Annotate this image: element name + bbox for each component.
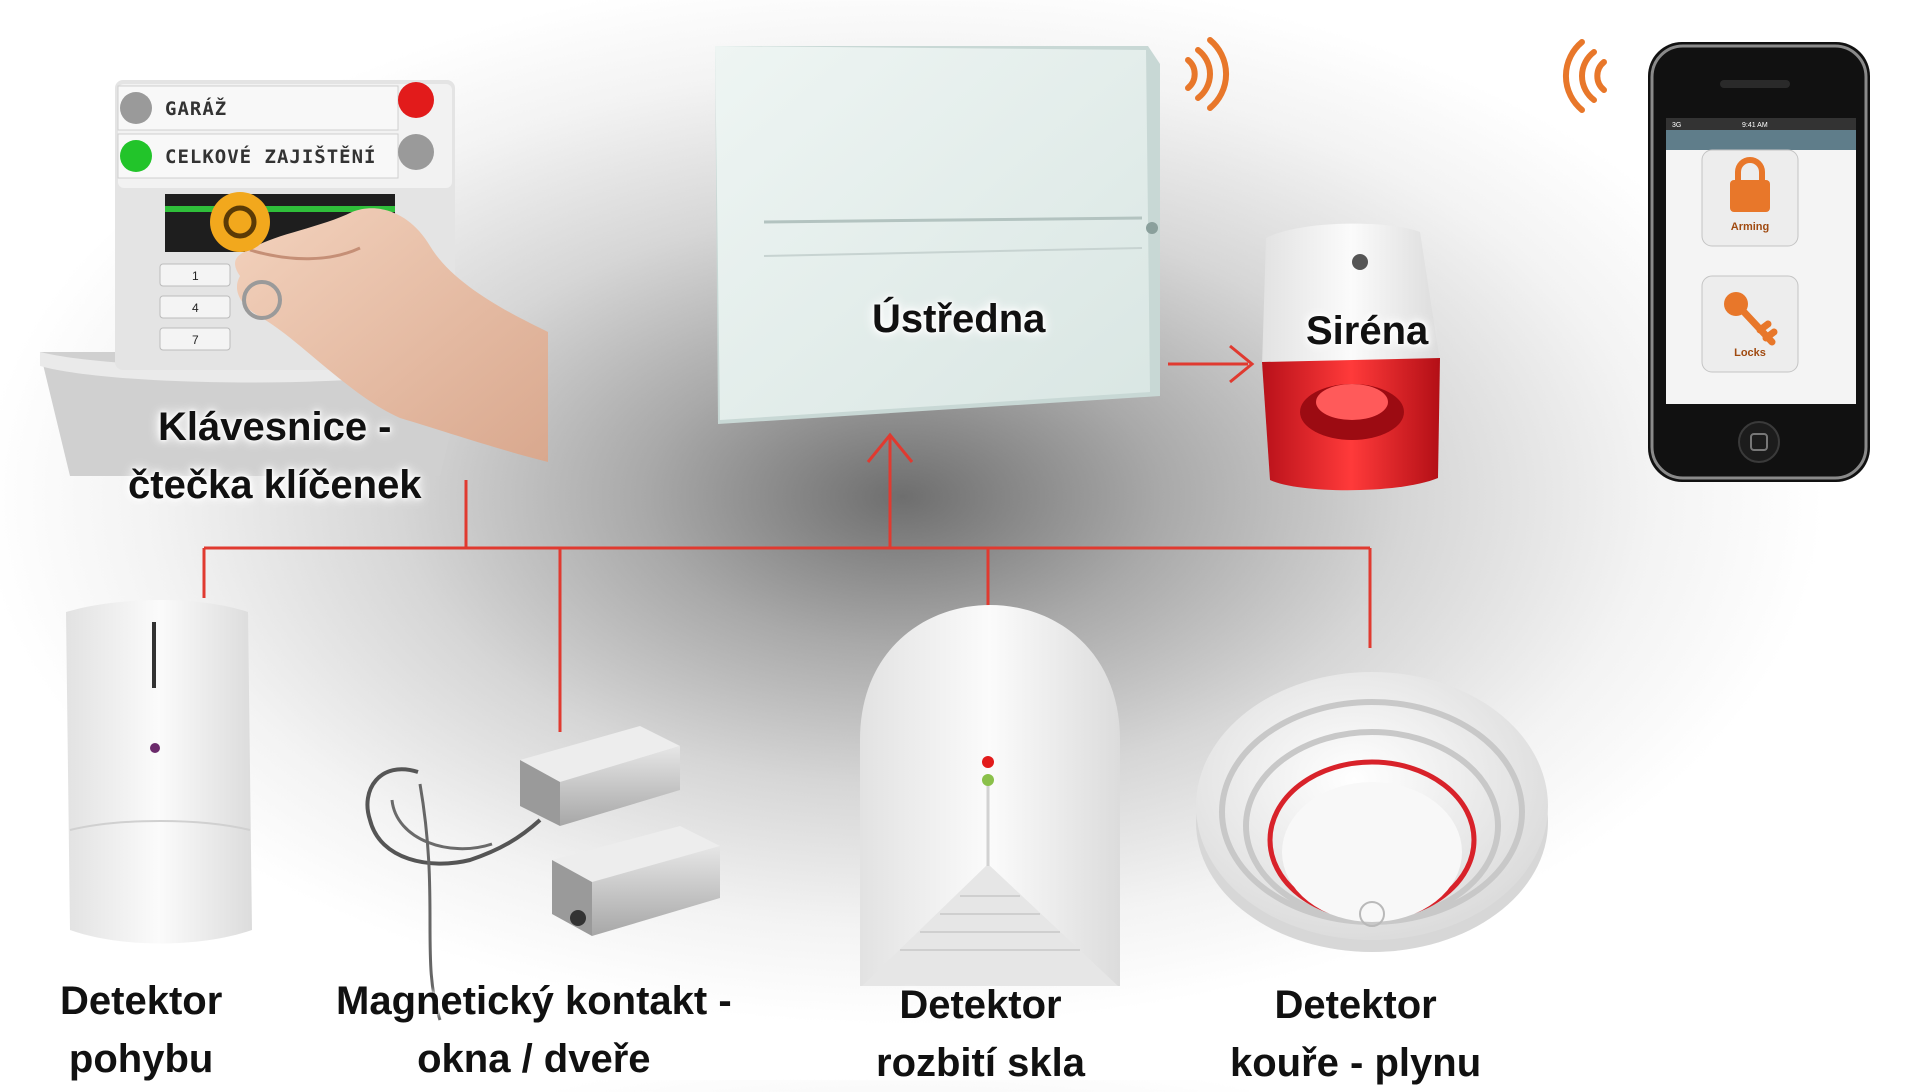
siren-device (1262, 223, 1440, 491)
label-magnet-line1: Magnetický kontakt - (336, 979, 732, 1023)
app-arming[interactable]: Arming (1701, 149, 1799, 247)
label-klavesnice-line1: Klávesnice - (158, 405, 392, 449)
motion-detector-device (66, 600, 252, 944)
key-7: 7 (192, 333, 199, 347)
label-sklo: Detektor rozbití skla (876, 976, 1085, 1092)
label-pohyb-line2: pohybu (68, 1037, 214, 1081)
label-klavesnice: Klávesnice - čtečka klíčenek (128, 398, 422, 514)
label-klavesnice-line2: čtečka klíčenek (128, 463, 422, 507)
hand-icon (235, 208, 549, 462)
control-unit-device (715, 46, 1160, 424)
magnetic-contact-device (365, 726, 720, 1021)
label-sklo-line1: Detektor (899, 983, 1062, 1027)
key-1: 1 (192, 269, 199, 283)
label-sirena: Siréna (1306, 302, 1428, 360)
wifi-icon-ustredna (1185, 37, 1229, 111)
connection-lines (202, 344, 1372, 732)
padlock-icon (1730, 180, 1770, 212)
green-led-icon (120, 140, 152, 172)
label-ustredna-text: Ústředna (872, 297, 1046, 341)
phone-time: 9:41 AM (1742, 122, 1768, 129)
home-button[interactable] (1738, 421, 1780, 463)
label-kour-line1: Detektor (1274, 983, 1437, 1027)
glass-break-detector-device (860, 605, 1120, 986)
keypad-row-celkove: CELKOVÉ ZAJIŠTĚNÍ (165, 144, 376, 168)
keypad-device: GARÁŽ CELKOVÉ ZAJIŠTĚNÍ 1 4 7 (40, 80, 549, 476)
red-led-icon (398, 82, 434, 118)
label-kour: Detektor kouře - plynu (1230, 976, 1481, 1092)
label-pohyb-line1: Detektor (60, 979, 223, 1023)
keypad-row-garaz: GARÁŽ (165, 97, 227, 120)
label-pohyb: Detektor pohybu (60, 972, 222, 1088)
app-locks[interactable]: Locks (1701, 275, 1799, 373)
app-locks-label: Locks (1734, 347, 1766, 359)
phone-carrier: 3G (1672, 122, 1681, 129)
label-sirena-text: Siréna (1306, 309, 1429, 353)
label-magnet: Magnetický kontakt - okna / dveře (336, 972, 732, 1088)
phone-device: 3G 9:41 AM Arming Locks (1648, 42, 1870, 482)
wifi-icon-phone (1563, 39, 1607, 113)
arrow-to-sirena (1229, 344, 1255, 384)
app-arming-label: Arming (1731, 221, 1770, 233)
key-4: 4 (192, 301, 199, 315)
arrow-to-ustredna (866, 432, 914, 463)
label-sklo-line2: rozbití skla (876, 1041, 1085, 1085)
label-magnet-line2: okna / dveře (417, 1037, 651, 1081)
smoke-detector-device (1196, 672, 1548, 952)
label-kour-line2: kouře - plynu (1230, 1041, 1482, 1085)
key-fob-icon (210, 192, 282, 320)
label-ustredna: Ústředna (872, 290, 1045, 348)
screw-icon (1146, 222, 1158, 234)
